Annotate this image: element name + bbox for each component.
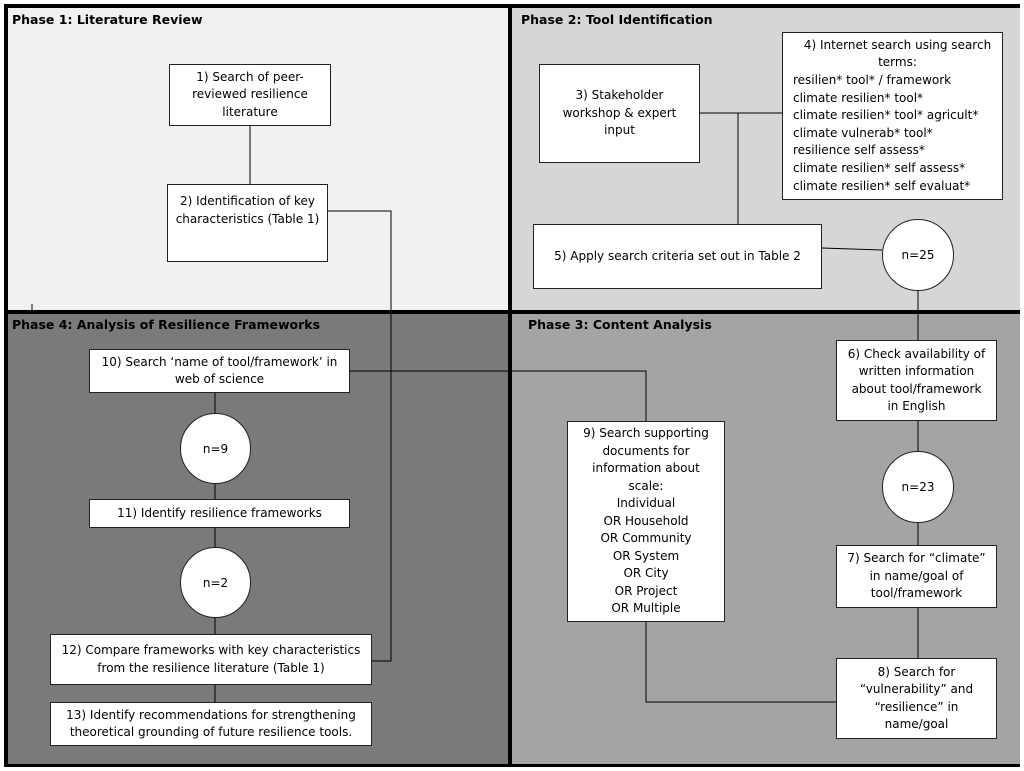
search-term: resilien* tool* / framework — [793, 73, 952, 88]
count-n23-circle: n=23 — [882, 451, 954, 523]
step-7-line: tool/framework — [870, 586, 963, 601]
search-term: resilience self assess* — [793, 143, 925, 158]
phase-4-title: Phase 4: Analysis of Resilience Framewor… — [12, 317, 321, 332]
step-1-box: 1) Search of peer- reviewed resilience l… — [169, 64, 331, 126]
step-3-line: workshop & expert — [562, 105, 677, 120]
step-6-line: about tool/framework — [851, 381, 982, 396]
step-10-line: 10) Search ‘name of tool/framework’ in — [101, 354, 338, 369]
phase-1-panel — [8, 8, 508, 310]
phase-3-title: Phase 3: Content Analysis — [528, 317, 712, 332]
search-term: climate vulnerab* tool* — [793, 125, 933, 140]
count-n2-circle: n=2 — [180, 547, 251, 618]
phase-1-title: Phase 1: Literature Review — [12, 12, 203, 27]
step-8-line: “vulnerability” and — [859, 682, 974, 696]
step-12-box: 12) Compare frameworks with key characte… — [50, 634, 372, 685]
step-9-line: scale: — [628, 478, 664, 493]
count-n25-circle: n=25 — [882, 219, 954, 291]
step-6-line: in English — [887, 399, 946, 413]
step-12-line: 12) Compare frameworks with key characte… — [61, 643, 361, 657]
step-10-line: web of science — [174, 372, 265, 386]
step-3-box: 3) Stakeholder workshop & expert input — [539, 64, 700, 163]
step-6-line: written information — [858, 364, 975, 378]
step-11-box: 11) Identify resilience frameworks — [89, 499, 350, 528]
step-4-box: 4) Internet search using search terms: r… — [782, 32, 1003, 200]
step-5-line: 5) Apply search criteria set out in Tabl… — [554, 248, 801, 263]
step-6-line: 6) Check availability of — [847, 346, 986, 361]
step-2-line: characteristics (Table 1) — [175, 211, 320, 226]
step-12-line: from the resilience literature (Table 1) — [97, 660, 325, 675]
search-term: climate resilien* self evaluat* — [793, 178, 971, 193]
search-term: climate resilien* self assess* — [793, 160, 966, 175]
step-13-line: 13) Identify recommendations for strengt… — [66, 707, 356, 722]
step-7-line: in name/goal of — [869, 568, 964, 583]
step-4-line: 4) Internet search using search — [803, 37, 992, 52]
scale-option: OR System — [612, 548, 680, 563]
step-2-line: 2) Identification of key — [179, 194, 315, 208]
step-10-box: 10) Search ‘name of tool/framework’ in w… — [89, 349, 350, 393]
step-1-line: reviewed resilience — [192, 87, 308, 102]
step-6-box: 6) Check availability of written informa… — [836, 340, 997, 421]
step-2-box: 2) Identification of key characteristics… — [167, 184, 328, 262]
step-3-line: input — [604, 123, 635, 137]
step-7-line: 7) Search for “climate” — [847, 551, 986, 566]
step-11-line: 11) Identify resilience frameworks — [117, 505, 322, 520]
step-9-box: 9) Search supporting documents for infor… — [567, 421, 725, 622]
step-13-box: 13) Identify recommendations for strengt… — [50, 702, 372, 746]
step-8-box: 8) Search for “vulnerability” and “resil… — [836, 658, 997, 739]
step-9-line: information about — [592, 461, 700, 476]
scale-option: OR Project — [614, 583, 678, 598]
step-4-line: terms: — [878, 55, 917, 70]
scale-option: Individual — [616, 496, 676, 511]
scale-option: OR Multiple — [611, 601, 681, 616]
step-9-line: 9) Search supporting — [583, 426, 709, 441]
phase-2-title: Phase 2: Tool Identification — [521, 12, 713, 27]
step-7-box: 7) Search for “climate” in name/goal of … — [836, 545, 997, 608]
scale-option: OR Community — [600, 531, 692, 546]
step-3-line: 3) Stakeholder — [575, 88, 664, 102]
step-8-line: “resilience” in — [874, 699, 959, 714]
scale-option: OR City — [623, 566, 669, 581]
search-term: climate resilien* tool* agricult* — [793, 108, 979, 123]
step-1-line: literature — [222, 104, 278, 119]
step-8-line: 8) Search for — [877, 664, 956, 679]
step-5-box: 5) Apply search criteria set out in Tabl… — [533, 224, 822, 289]
search-term: climate resilien* tool* — [793, 90, 924, 105]
scale-option: OR Household — [603, 513, 689, 528]
step-9-line: documents for — [602, 443, 690, 458]
step-13-line: theoretical grounding of future resilien… — [69, 725, 353, 739]
step-8-line: name/goal — [884, 717, 949, 731]
count-n9-circle: n=9 — [180, 413, 251, 484]
step-1-line: 1) Search of peer- — [196, 69, 304, 84]
